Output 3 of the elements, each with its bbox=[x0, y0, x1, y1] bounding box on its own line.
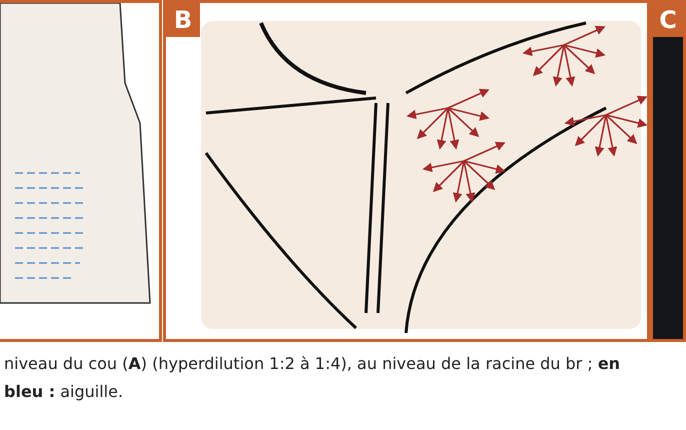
figure-caption: niveau du cou (A) (hyperdilution 1:2 à 1:4), au niveau de la racine du br ; en bleu : aiguille. bbox=[4, 353, 622, 403]
panel-letter: B bbox=[166, 3, 200, 37]
panel-letter: C bbox=[653, 3, 683, 37]
